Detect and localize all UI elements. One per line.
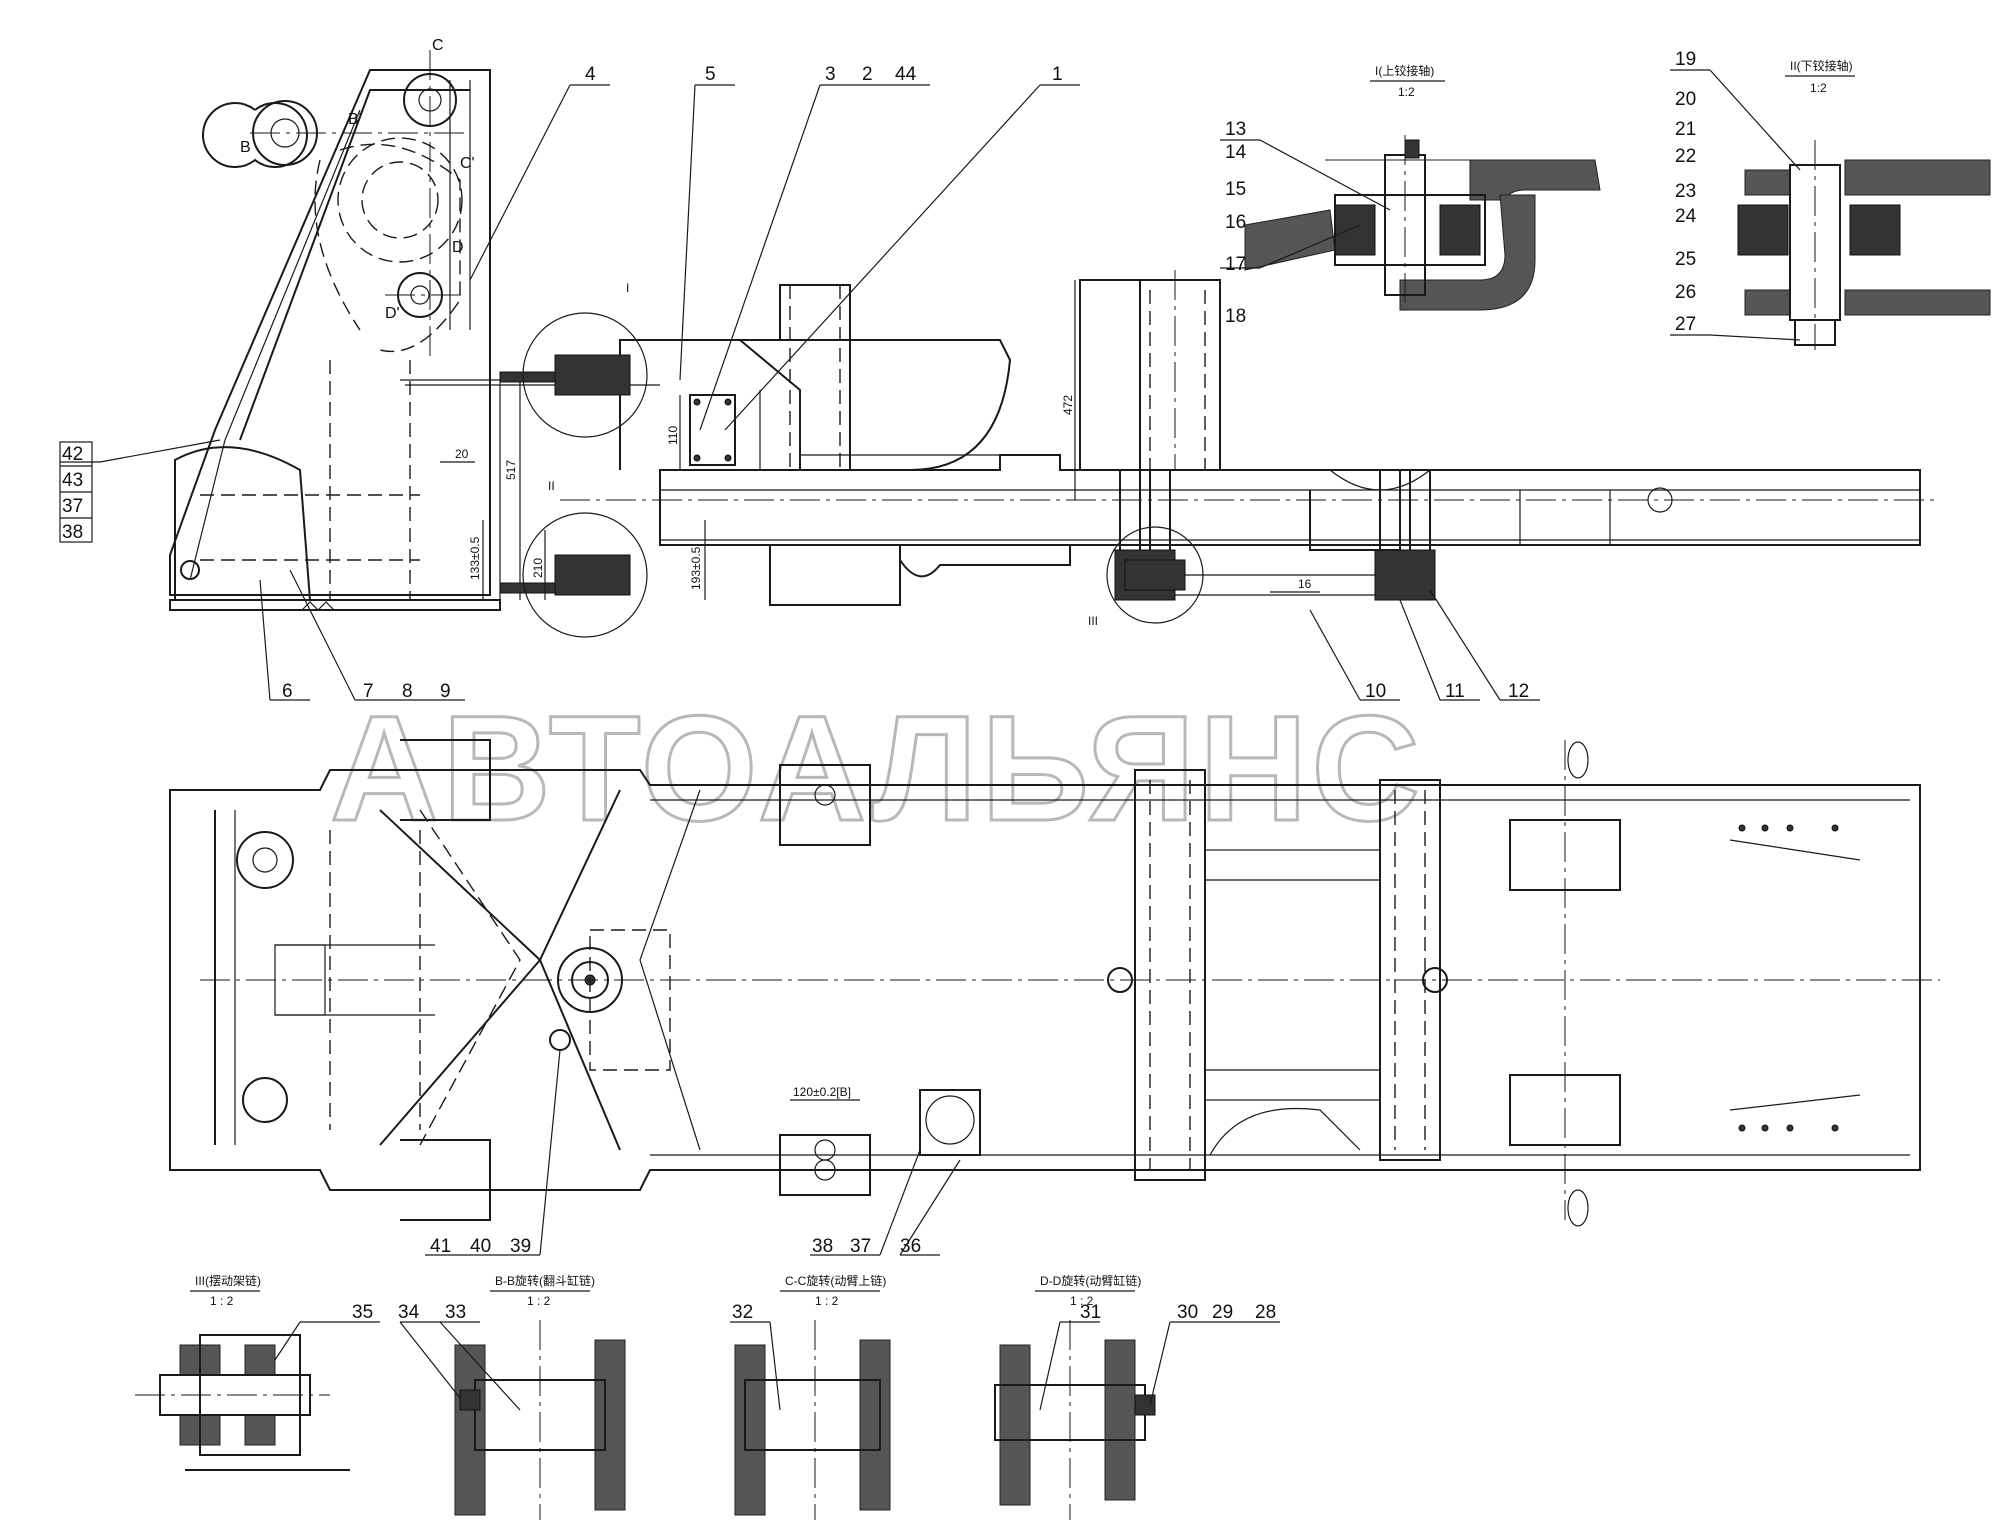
callout-6: 6 (282, 681, 293, 702)
callout-8: 8 (402, 681, 413, 702)
callout-27: 27 (1675, 314, 1696, 335)
dim-517: 517 (504, 460, 518, 480)
callout-34: 34 (398, 1302, 420, 1323)
callout-43: 43 (62, 470, 83, 491)
callout-23: 23 (1675, 181, 1696, 202)
callout-10: 10 (1365, 681, 1386, 702)
dim-20: 20 (455, 447, 469, 461)
detail-ii (1737, 140, 1991, 350)
marker-d: D (452, 239, 464, 256)
detail-i (1244, 135, 1601, 311)
callout-30: 30 (1177, 1302, 1198, 1323)
section-markers: C B B' C' D D' I II III (240, 37, 1098, 628)
callout-32: 32 (732, 1302, 753, 1323)
detail-i-title: I(上铰接轴) (1375, 63, 1434, 78)
callout-42: 42 (62, 444, 83, 465)
dd-title: D-D旋转(动臂缸链) (1040, 1273, 1141, 1288)
dim-210: 210 (531, 558, 545, 578)
callout-22: 22 (1675, 146, 1696, 167)
detail-titles: I(上铰接轴) 1:2 II(下铰接轴) 1:2 III(摆动架链) 1 : 2… (190, 58, 1855, 1308)
callout-labels: 1 3 2 44 4 5 6 7 8 9 10 11 12 42 43 37 3… (62, 49, 1697, 1323)
detail-iii-title: III(摆动架链) (195, 1273, 261, 1288)
dim-133: 133±0.5 (468, 536, 482, 580)
callout-33: 33 (445, 1302, 466, 1323)
callout-13: 13 (1225, 119, 1246, 140)
callout-37-plan: 37 (850, 1236, 871, 1257)
callout-2: 2 (862, 64, 873, 85)
marker-ii: II (548, 479, 555, 493)
callout-25: 25 (1675, 249, 1696, 270)
bb-title: B-B旋转(翻斗缸链) (495, 1273, 595, 1288)
callout-39: 39 (510, 1236, 531, 1257)
callout-36: 36 (900, 1236, 921, 1257)
callout-7: 7 (363, 681, 374, 702)
marker-iii: III (1088, 614, 1098, 628)
marker-c-prime: C' (460, 155, 475, 172)
callout-11: 11 (1445, 681, 1465, 702)
dim-472: 472 (1061, 395, 1075, 415)
callout-44: 44 (895, 64, 917, 85)
marker-c: C (432, 37, 444, 54)
callout-38-plan: 38 (812, 1236, 833, 1257)
callout-14: 14 (1225, 142, 1247, 163)
marker-d-prime: D' (385, 305, 400, 322)
marker-b: B (240, 139, 251, 156)
detail-iii-scale: 1 : 2 (210, 1294, 234, 1308)
callout-19: 19 (1675, 49, 1696, 70)
callout-12: 12 (1508, 681, 1529, 702)
watermark: АВТОАЛЬЯНС (330, 684, 1424, 852)
callout-3: 3 (825, 64, 836, 85)
callout-28: 28 (1255, 1302, 1276, 1323)
callout-17: 17 (1225, 254, 1246, 275)
callout-15: 15 (1225, 179, 1246, 200)
callout-4: 4 (585, 64, 596, 85)
callout-1: 1 (1052, 64, 1063, 85)
callout-16: 16 (1225, 212, 1246, 233)
callout-40: 40 (470, 1236, 491, 1257)
callout-35: 35 (352, 1302, 373, 1323)
leader-lines (59, 69, 1801, 1411)
dimensions: 20 517 133±0.5 210 193±0.5 110 472 16 12… (440, 280, 1320, 1101)
callout-9: 9 (440, 681, 451, 702)
callout-37-left: 37 (62, 496, 83, 517)
callout-24: 24 (1675, 206, 1697, 227)
marker-b-prime: B' (348, 111, 362, 128)
bottom-details (135, 1320, 1156, 1520)
detail-i-scale: 1:2 (1398, 85, 1415, 99)
detail-ii-scale: 1:2 (1810, 81, 1827, 95)
callout-31: 31 (1080, 1302, 1101, 1323)
callout-5: 5 (705, 64, 716, 85)
dim-120: 120±0.2[B] (793, 1085, 851, 1099)
cc-title: C-C旋转(动臂上链) (785, 1273, 886, 1288)
callout-21: 21 (1675, 119, 1696, 140)
bb-scale: 1 : 2 (527, 1294, 551, 1308)
side-view (169, 50, 1935, 638)
plan-view (169, 739, 1940, 1227)
callout-29: 29 (1212, 1302, 1233, 1323)
dd-scale: 1 : 2 (1070, 1294, 1094, 1308)
dim-193: 193±0.5 (689, 546, 703, 590)
callout-18: 18 (1225, 306, 1246, 327)
callout-20: 20 (1675, 89, 1696, 110)
callout-26: 26 (1675, 282, 1696, 303)
marker-i: I (626, 281, 629, 295)
dim-110: 110 (666, 426, 680, 445)
cc-scale: 1 : 2 (815, 1294, 839, 1308)
detail-ii-title: II(下铰接轴) (1790, 58, 1853, 73)
callout-41: 41 (430, 1236, 451, 1257)
dim-16: 16 (1298, 577, 1312, 591)
callout-38-left: 38 (62, 522, 83, 543)
